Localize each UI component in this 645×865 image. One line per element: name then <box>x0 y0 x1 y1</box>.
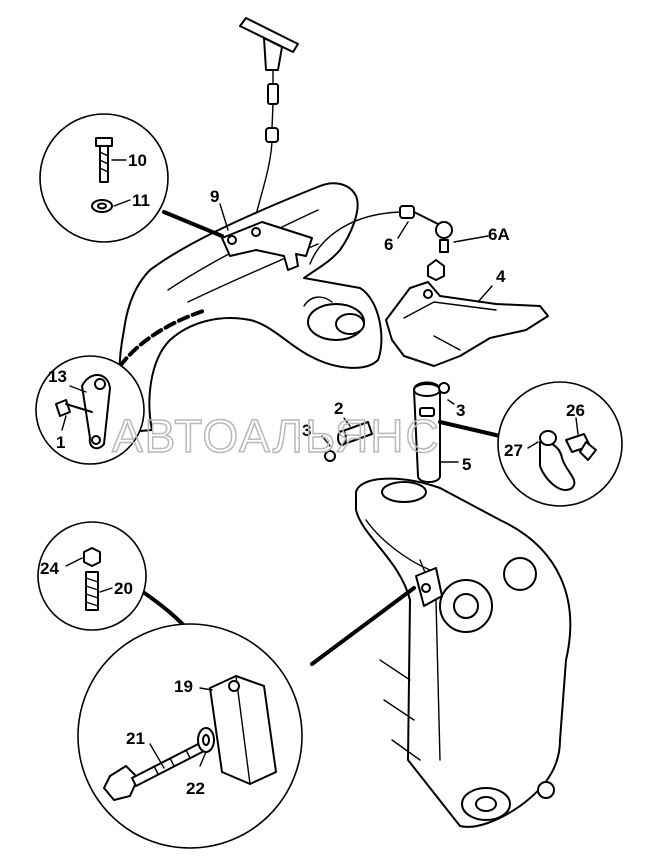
detail-circle-10-11 <box>39 113 169 243</box>
cable-6 <box>309 205 453 281</box>
callout-5: 5 <box>462 455 471 474</box>
callout-labels: 10 11 9 6 6A 4 13 1 2 3 3 5 26 27 24 20 … <box>40 151 585 798</box>
callout-6: 6 <box>384 235 393 254</box>
callout-4: 4 <box>496 267 506 286</box>
callout-6a: 6A <box>488 225 510 244</box>
lower-housing <box>355 477 572 828</box>
callout-27: 27 <box>504 441 523 460</box>
callout-pointers <box>61 159 579 769</box>
callout-26: 26 <box>566 401 585 420</box>
callout-1: 1 <box>56 433 65 452</box>
detail-circle-13-1 <box>35 355 145 465</box>
callout-24: 24 <box>40 559 59 578</box>
watermark: АВТОАЛЬЯНС <box>112 410 441 462</box>
detail-circle-26-27 <box>497 381 623 507</box>
callout-9: 9 <box>210 187 219 206</box>
pin-5 <box>413 381 450 483</box>
callout-22: 22 <box>186 779 205 798</box>
callout-13: 13 <box>48 367 67 386</box>
bracket-9 <box>221 221 313 271</box>
upper-frame <box>118 182 383 433</box>
callout-3-left: 3 <box>302 421 311 440</box>
leader-lines <box>118 210 502 666</box>
callout-11: 11 <box>132 191 150 210</box>
callout-20: 20 <box>114 579 133 598</box>
link-4 <box>385 281 549 367</box>
callout-10: 10 <box>128 151 147 170</box>
pin-2 <box>324 421 373 462</box>
callout-21: 21 <box>126 729 145 748</box>
callout-19: 19 <box>174 677 193 696</box>
detail-circle-19-21-22 <box>77 623 303 849</box>
callout-2: 2 <box>334 399 343 418</box>
callout-3-right: 3 <box>456 401 465 420</box>
detail-circle-24-20 <box>37 521 147 631</box>
